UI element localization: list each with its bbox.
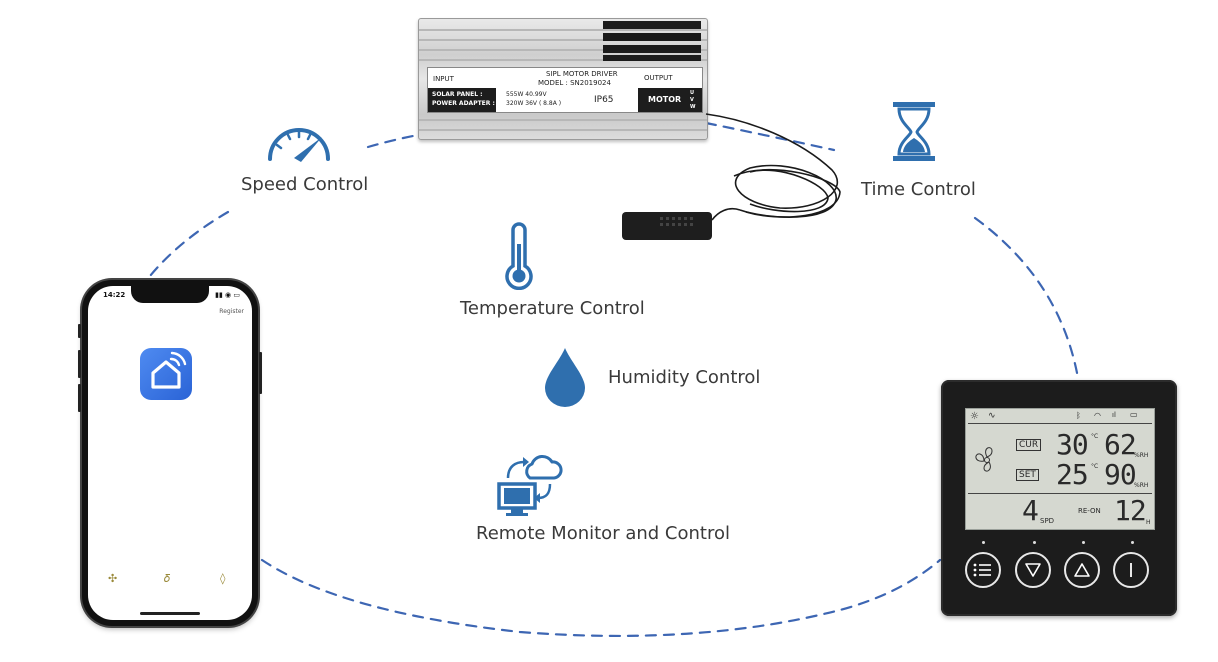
driver-adapter-label: POWER ADAPTER : xyxy=(432,100,495,107)
humidity-mode-icon: ∿ xyxy=(988,411,996,421)
thermostat-controller: ☼ ∿ ᛒ ◠ ıl ▭ CUR 30 °C 62 %RH SET 25 °C … xyxy=(941,380,1177,616)
status-time: 14:22 xyxy=(103,291,126,299)
volume-up-button xyxy=(78,350,81,378)
reon-unit: H xyxy=(1146,519,1151,526)
sun-icon: ☼ xyxy=(970,411,979,422)
sensor-probe xyxy=(622,212,712,240)
speed-control-label: Speed Control xyxy=(241,174,369,195)
driver-label-panel: INPUT SIPL MOTOR DRIVER MODEL : SN201902… xyxy=(427,67,703,113)
set-humidity-unit: %RH xyxy=(1134,482,1149,489)
home-indicator xyxy=(140,612,200,615)
time-control-label: Time Control xyxy=(861,179,976,200)
triangle-down-icon xyxy=(1025,563,1041,577)
set-label: SET xyxy=(1016,469,1039,481)
set-humidity: 90 xyxy=(1104,458,1137,491)
up-button[interactable] xyxy=(1064,552,1100,588)
humidity-control-label: Humidity Control xyxy=(608,367,761,388)
set-temperature: 25 xyxy=(1056,458,1089,491)
menu-icon xyxy=(973,563,991,577)
driver-motor-label: MOTOR xyxy=(648,95,682,104)
water-drop-icon xyxy=(545,348,585,407)
fan-icon xyxy=(975,447,993,472)
phone-notch xyxy=(131,286,209,303)
driver-solar-label: SOLAR PANEL : xyxy=(432,91,483,98)
home-wifi-icon xyxy=(151,351,187,389)
current-humidity: 62 xyxy=(1104,428,1137,461)
volume-down-button xyxy=(78,384,81,412)
status-icons: ▮▮ ◉ ▭ xyxy=(215,291,240,299)
current-label: CUR xyxy=(1016,439,1042,451)
sensor-cable xyxy=(705,113,841,221)
set-temp-unit: °C xyxy=(1091,463,1099,470)
temperature-control-label: Temperature Control xyxy=(460,298,645,319)
thermostat-lcd: ☼ ∿ ᛒ ◠ ıl ▭ CUR 30 °C 62 %RH SET 25 °C … xyxy=(965,408,1155,530)
driver-solar-value: 555W 40.99V xyxy=(506,91,547,98)
menu-button[interactable] xyxy=(965,552,1001,588)
triangle-up-icon xyxy=(1074,563,1090,577)
hourglass-icon xyxy=(893,102,935,161)
reon-hours: 12 xyxy=(1114,494,1147,527)
current-temperature: 30 xyxy=(1056,428,1089,461)
fan-speed-unit: SPD xyxy=(1040,517,1055,525)
driver-output-label: OUTPUT xyxy=(644,74,673,82)
power-button[interactable] xyxy=(1113,552,1149,588)
reon-label: RE-ON xyxy=(1078,507,1101,515)
bluetooth-icon: ᛒ xyxy=(1076,411,1081,420)
smart-home-app-icon[interactable] xyxy=(140,348,192,400)
driver-adapter-value: 320W 36V ( 8.8A ) xyxy=(506,100,562,107)
current-temp-unit: °C xyxy=(1091,433,1099,440)
mute-switch xyxy=(78,324,81,338)
driver-input-label: INPUT xyxy=(433,75,454,83)
remote-monitor-icon xyxy=(497,455,563,516)
remote-control-label: Remote Monitor and Control xyxy=(476,523,730,544)
driver-phases: U V W xyxy=(690,90,696,110)
driver-title: SIPL MOTOR DRIVER xyxy=(546,70,618,78)
fan-speed: 4 xyxy=(1022,494,1039,527)
down-button[interactable] xyxy=(1015,552,1051,588)
driver-ip-rating: IP65 xyxy=(594,95,614,105)
power-button xyxy=(259,352,262,394)
signal-icon: ıl xyxy=(1112,411,1116,419)
drop-tab-icon[interactable]: ◊ xyxy=(220,572,226,585)
driver-model: MODEL : SN2019024 xyxy=(538,79,611,87)
phone-screen: 14:22 ▮▮ ◉ ▭ Register ✣ 𝛿 ◊ xyxy=(88,286,252,620)
motor-driver-device: INPUT SIPL MOTOR DRIVER MODEL : SN201902… xyxy=(418,18,708,140)
fan-tab-icon[interactable]: ✣ xyxy=(108,572,118,585)
phone-tab-bar: ✣ 𝛿 ◊ xyxy=(88,568,252,594)
wifi-icon: ◠ xyxy=(1094,411,1101,420)
thermometer-tab-icon[interactable]: 𝛿 xyxy=(164,572,171,585)
power-icon xyxy=(1130,563,1132,577)
thermometer-icon xyxy=(505,222,533,290)
speedometer-icon xyxy=(268,128,330,162)
battery-icon: ▭ xyxy=(1130,410,1138,419)
current-humidity-unit: %RH xyxy=(1134,452,1149,459)
register-link[interactable]: Register xyxy=(219,308,244,315)
smartphone: 14:22 ▮▮ ◉ ▭ Register ✣ 𝛿 ◊ xyxy=(78,280,262,626)
